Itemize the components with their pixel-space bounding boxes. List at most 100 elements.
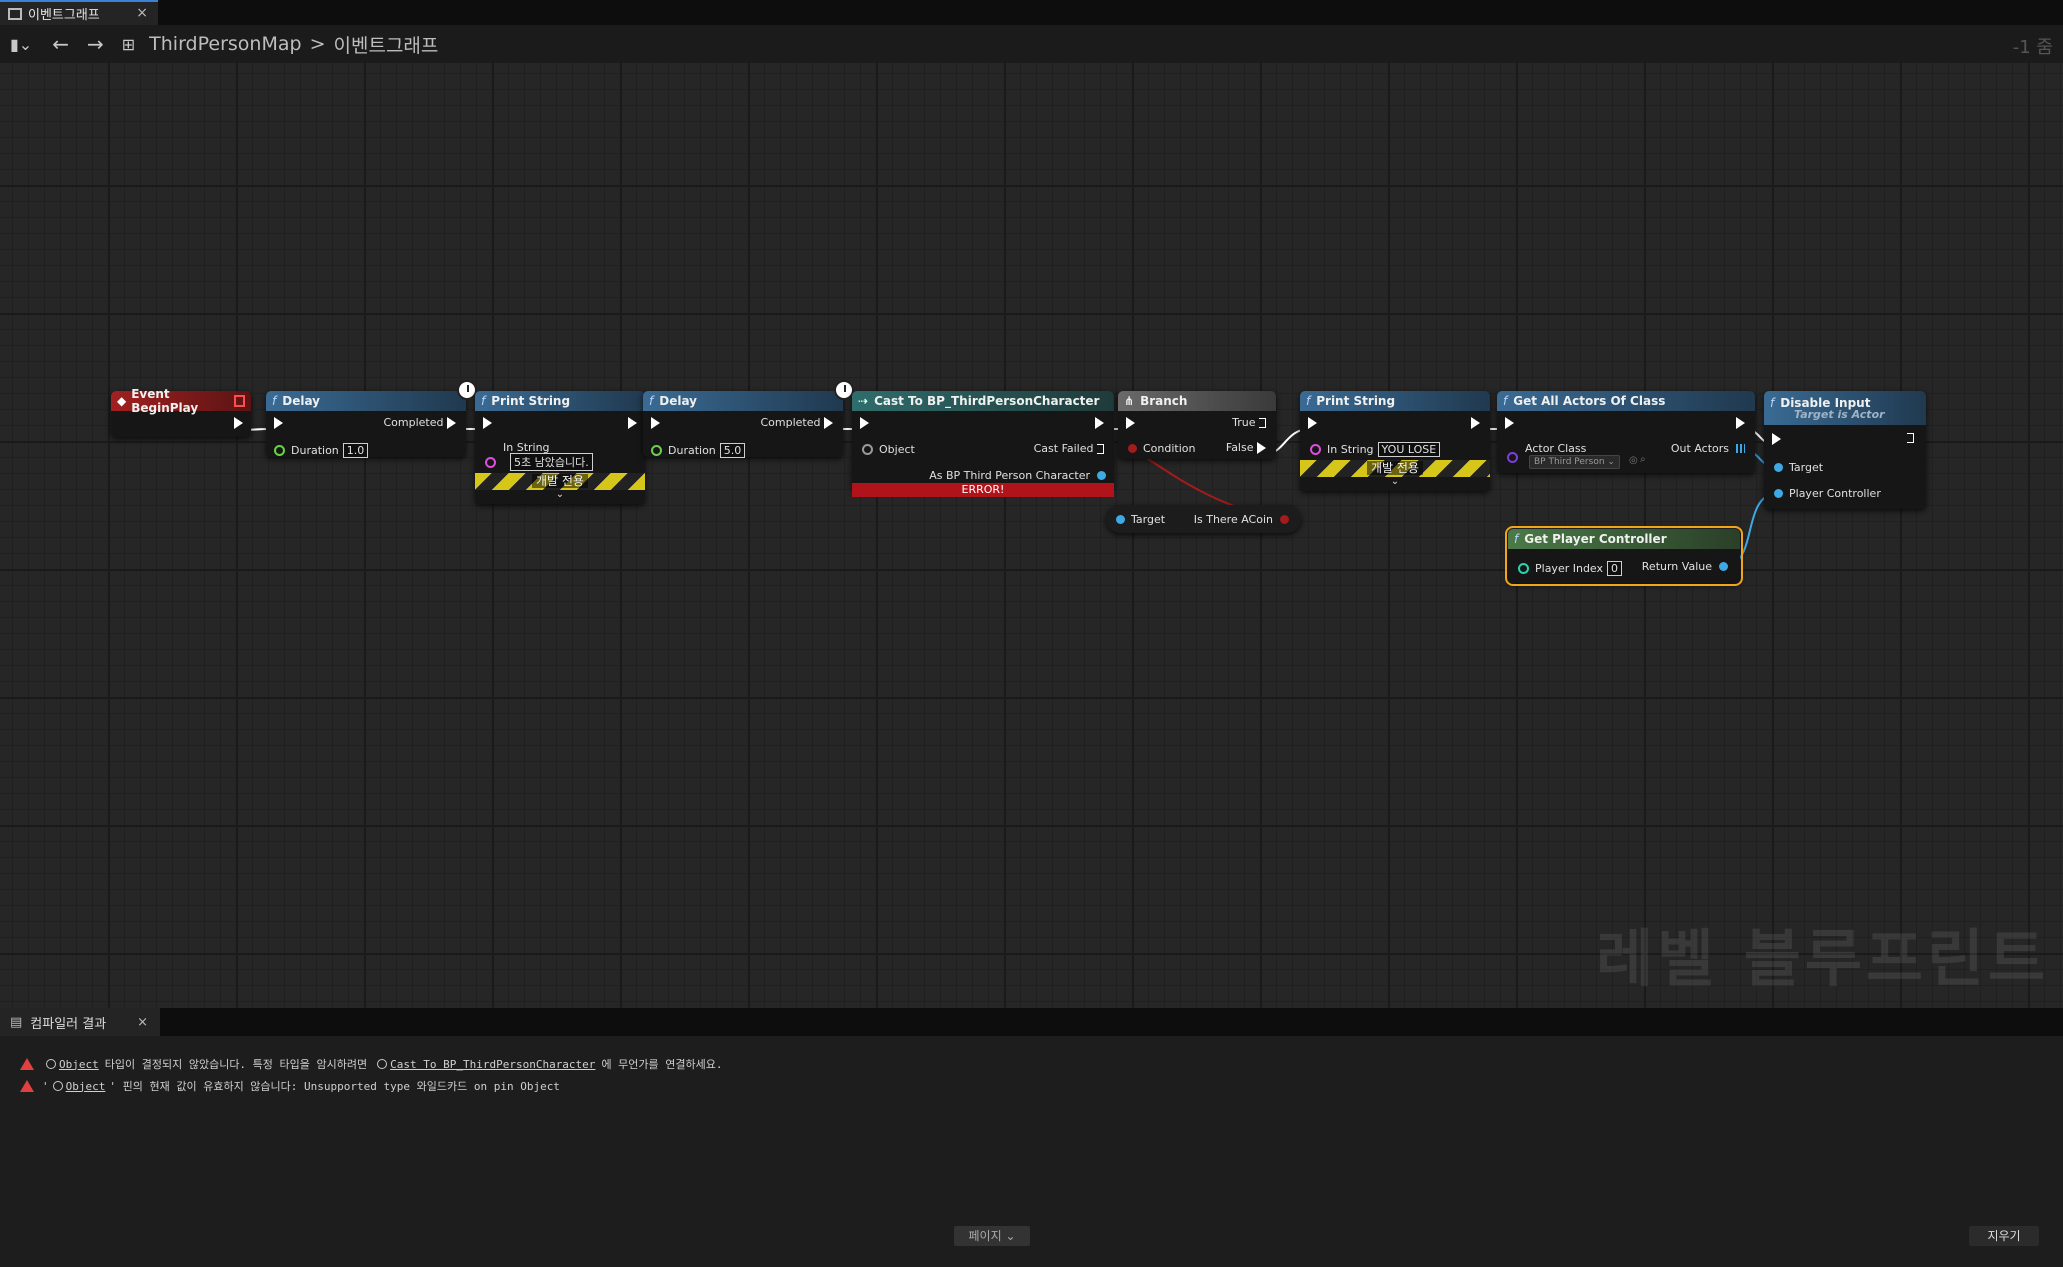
development-only-banner: 개발 전용	[475, 473, 645, 490]
player-index-input[interactable]: 0	[1607, 561, 1623, 576]
breadcrumb-graph[interactable]: 이벤트그래프	[333, 34, 439, 57]
tab-title: 컴파일러 결과	[30, 1016, 107, 1032]
exec-out-pin[interactable]	[1095, 417, 1104, 429]
exec-out-pin[interactable]	[1736, 417, 1745, 429]
close-icon[interactable]: ×	[136, 5, 148, 21]
branch-icon: ⋔	[1124, 394, 1135, 408]
close-icon[interactable]: ×	[137, 1014, 148, 1030]
node-get-all-actors-of-class[interactable]: f Get All Actors Of Class Actor Class BP …	[1497, 391, 1755, 473]
compiler-message: ' Object ' 핀의 현재 값이 유효하지 않습니다: Unsupport…	[20, 1078, 560, 1094]
exec-in-pin[interactable]	[1772, 433, 1781, 445]
back-arrow-icon[interactable]: ←	[52, 32, 69, 56]
search-icon	[52, 1081, 63, 1091]
actor-class-label: Actor Class	[1525, 442, 1587, 455]
exec-out-pin[interactable]	[234, 417, 243, 429]
node-subtitle: Target is Actor	[1794, 407, 1885, 421]
is-there-acoin-pin[interactable]: Is There ACoin	[1194, 513, 1289, 526]
true-pin[interactable]: True	[1232, 416, 1266, 429]
bookmark-icon[interactable]: ▮⌄	[10, 34, 33, 54]
search-icon[interactable]: ⌕	[1640, 454, 1646, 465]
exec-hollow-icon	[1097, 443, 1104, 454]
exec-in-pin[interactable]	[860, 417, 869, 429]
exec-in-pin[interactable]	[274, 417, 283, 429]
player-controller-pin[interactable]: Player Controller	[1774, 487, 1881, 500]
tab-compiler-results[interactable]: ▤ 컴파일러 결과 ×	[0, 1008, 160, 1036]
chevron-down-icon[interactable]: ⌄	[555, 489, 565, 500]
node-cast-to-character[interactable]: ⇢Cast To BP_ThirdPersonCharacter Object …	[852, 391, 1114, 497]
node-event-begin-play[interactable]: ◆ Event BeginPlay	[111, 387, 251, 437]
array-icon	[1736, 444, 1745, 453]
function-icon: f	[1306, 394, 1311, 408]
breadcrumb-map[interactable]: ThirdPersonMap	[149, 33, 302, 55]
cast-node-link[interactable]: Cast To BP_ThirdPersonCharacter	[390, 1057, 596, 1071]
exec-in-pin[interactable]	[1308, 417, 1317, 429]
compiler-results-panel: Object 타입이 결정되지 않았습니다. 특정 타입을 암시하려면 Cast…	[0, 1036, 2063, 1267]
document-icon: ▤	[10, 1014, 23, 1030]
development-only-banner: 개발 전용	[1300, 460, 1490, 477]
clear-button[interactable]: 지우기	[1969, 1226, 2039, 1246]
in-string-pin[interactable]: 5초 남았습니다.	[485, 453, 593, 471]
breadcrumb-separator: >	[309, 33, 326, 55]
out-actors-pin[interactable]: Out Actors	[1671, 442, 1745, 455]
actor-class-pin[interactable]	[1507, 452, 1524, 463]
node-title: Get All Actors Of Class	[1513, 394, 1666, 408]
exec-in-pin[interactable]	[483, 417, 492, 429]
latent-clock-icon	[834, 380, 854, 400]
wires-layer	[239, 428, 1776, 569]
as-bp-pin[interactable]: As BP Third Person Character	[929, 469, 1106, 482]
node-title: Branch	[1140, 394, 1188, 408]
duration-input[interactable]: 5.0	[719, 443, 746, 458]
delegate-pin[interactable]	[233, 395, 245, 407]
completed-pin[interactable]: Completed	[384, 416, 456, 429]
object-pin[interactable]: Object	[862, 443, 915, 456]
return-value-pin[interactable]: Return Value	[1642, 560, 1728, 573]
actor-class-dropdown[interactable]: BP Third Person ⌄	[1529, 455, 1620, 469]
exec-in-pin[interactable]	[1126, 417, 1135, 429]
object-link[interactable]: Object	[65, 1079, 106, 1093]
chevron-down-icon[interactable]: ⌄	[1390, 476, 1400, 487]
search-icon	[46, 1059, 56, 1069]
function-icon: f	[1503, 394, 1508, 408]
page-button[interactable]: 페이지 ⌄	[954, 1226, 1030, 1246]
object-link[interactable]: Object	[59, 1057, 99, 1071]
target-pin[interactable]: Target	[1116, 513, 1165, 526]
condition-pin[interactable]: Condition	[1128, 442, 1196, 455]
target-pin[interactable]: Target	[1774, 461, 1823, 474]
completed-pin[interactable]: Completed	[761, 416, 833, 429]
node-branch[interactable]: ⋔ Branch True Condition False	[1118, 391, 1276, 459]
browse-icon[interactable]: ◎	[1629, 455, 1638, 466]
cast-failed-pin[interactable]: Cast Failed	[1034, 442, 1104, 455]
error-icon	[20, 1080, 34, 1092]
compiler-tab-bar: ▤ 컴파일러 결과 ×	[0, 1008, 2063, 1036]
exec-out-pin[interactable]	[628, 417, 637, 429]
node-title: Cast To BP_ThirdPersonCharacter	[874, 394, 1100, 408]
function-icon: f	[649, 394, 654, 408]
latent-clock-icon	[457, 380, 477, 400]
false-pin[interactable]: False	[1226, 441, 1266, 454]
in-string-input[interactable]: YOU LOSE	[1377, 442, 1441, 457]
compiler-message: Object 타입이 결정되지 않았습니다. 특정 타입을 암시하려면 Cast…	[20, 1056, 723, 1072]
exec-out-pin[interactable]	[1907, 433, 1914, 443]
node-title: Print String	[1316, 394, 1396, 408]
error-icon	[20, 1058, 34, 1070]
exec-out-pin[interactable]	[1471, 417, 1480, 429]
node-title: Get Player Controller	[1524, 532, 1667, 546]
exec-in-pin[interactable]	[1505, 417, 1514, 429]
duration-input[interactable]: 1.0	[342, 443, 369, 458]
forward-arrow-icon[interactable]: →	[86, 32, 104, 56]
tab-event-graph[interactable]: 이벤트그래프 ×	[0, 0, 158, 25]
in-string-input[interactable]: 5초 남았습니다.	[510, 453, 593, 471]
exec-in-pin[interactable]	[651, 417, 660, 429]
node-is-there-acoin[interactable]: Target Is There ACoin	[1106, 505, 1301, 533]
